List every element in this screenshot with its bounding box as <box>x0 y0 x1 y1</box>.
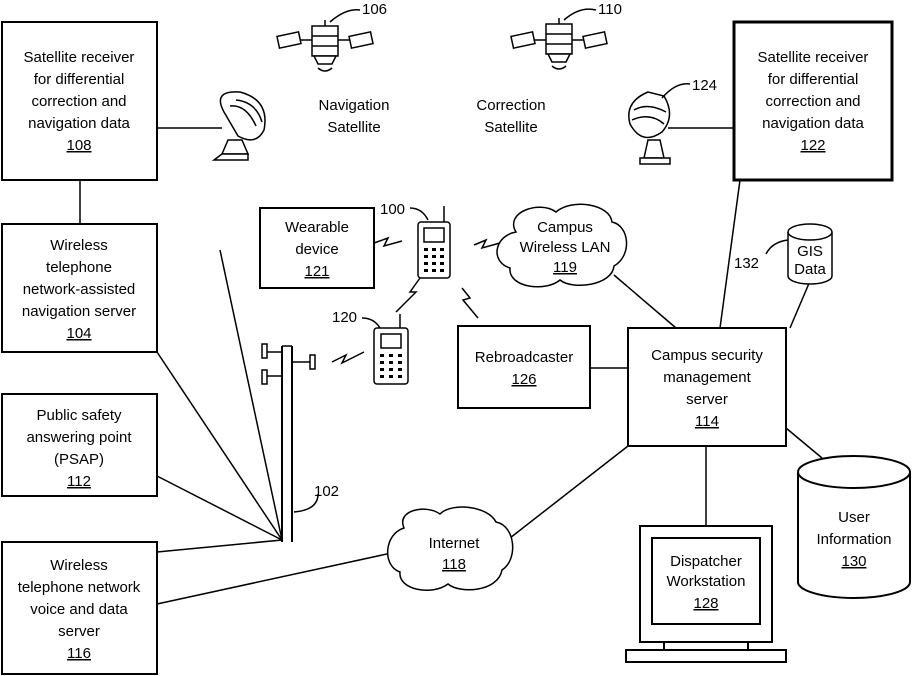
ref-number: 100 <box>380 201 405 218</box>
ref-number: 112 <box>67 473 91 490</box>
box-line: (PSAP) <box>54 451 104 468</box>
satellite-label: Correction <box>476 97 545 114</box>
box-line: network-assisted <box>23 281 136 298</box>
db-line: GIS <box>797 243 823 260</box>
mobile-phone-main-icon <box>410 206 450 278</box>
satellite-label: Satellite <box>484 119 537 136</box>
box-line: answering point <box>26 429 132 446</box>
gis-database: GIS Data <box>788 224 832 284</box>
correction-satellite-icon <box>511 9 607 69</box>
box-line: Workstation <box>667 573 746 590</box>
ref-number: 121 <box>304 263 329 280</box>
db-line: Information <box>816 531 891 548</box>
ref-number: 114 <box>695 413 719 430</box>
voice-data-server: Wireless telephone network voice and dat… <box>2 542 157 674</box>
psap-box: Public safety answering point (PSAP) 112 <box>2 394 157 496</box>
box-line: server <box>686 391 728 408</box>
ref-number: 126 <box>511 371 536 388</box>
box-line: device <box>295 241 338 258</box>
box-line: for differential <box>34 71 125 88</box>
satellite-label: Navigation <box>319 97 390 114</box>
box-line: navigation data <box>28 115 130 132</box>
ref-number: 110 <box>598 1 622 18</box>
box-line: Dispatcher <box>670 553 742 570</box>
ref-number: 128 <box>693 595 718 612</box>
ref-number: 119 <box>553 259 577 276</box>
box-line: management <box>663 369 751 386</box>
ref-number: 118 <box>442 556 466 573</box>
box-line: Campus security <box>651 347 763 364</box>
db-line: User <box>838 509 870 526</box>
ref-number: 130 <box>841 553 866 570</box>
db-line: Data <box>794 261 826 278</box>
satellite-dish-right-icon <box>629 84 690 164</box>
satellite-receiver-left: Satellite receiver for differential corr… <box>2 22 157 180</box>
box-line: navigation server <box>22 303 136 320</box>
navigation-satellite-icon <box>277 10 373 71</box>
campus-wlan-cloud: Campus Wireless LAN 119 <box>497 204 627 286</box>
dispatcher-workstation: Dispatcher Workstation 128 <box>626 526 786 662</box>
box-line: correction and <box>31 93 126 110</box>
box-line: Rebroadcaster <box>475 349 573 366</box>
ref-number: 132 <box>734 255 759 272</box>
cloud-line: Wireless LAN <box>520 239 611 256</box>
box-line: telephone network <box>18 579 141 596</box>
box-line: telephone <box>46 259 112 276</box>
ref-number: 102 <box>314 483 339 500</box>
box-line: server <box>58 623 100 640</box>
box-line: Public safety <box>36 407 122 424</box>
cell-tower-icon <box>262 344 318 542</box>
ref-number: 120 <box>332 309 357 326</box>
satellite-receiver-right: Satellite receiver for differential corr… <box>734 22 892 180</box>
box-line: Satellite receiver <box>758 49 869 66</box>
user-info-database: User Information 130 <box>798 456 910 598</box>
ref-number: 106 <box>362 1 387 18</box>
campus-security-server: Campus security management server 114 <box>628 328 786 446</box>
box-line: Satellite receiver <box>24 49 135 66</box>
box-line: voice and data <box>30 601 128 618</box>
box-line: correction and <box>765 93 860 110</box>
box-line: for differential <box>768 71 859 88</box>
ref-number: 124 <box>692 77 717 94</box>
box-line: navigation data <box>762 115 864 132</box>
cloud-line: Internet <box>429 535 481 552</box>
navigation-server: Wireless telephone network-assisted navi… <box>2 224 157 352</box>
box-line: Wearable <box>285 219 349 236</box>
ref-number: 108 <box>66 137 91 154</box>
satellite-dish-left-icon <box>214 92 265 160</box>
ref-number: 122 <box>800 137 825 154</box>
rebroadcaster-box: Rebroadcaster 126 <box>458 326 590 408</box>
ref-number: 104 <box>66 325 91 342</box>
internet-cloud: Internet 118 <box>388 507 513 590</box>
satellite-label: Satellite <box>327 119 380 136</box>
box-line: Wireless <box>50 237 108 254</box>
box-line: Wireless <box>50 557 108 574</box>
gis-ref-pointer <box>766 240 788 254</box>
cloud-line: Campus <box>537 219 593 236</box>
wearable-device: Wearable device 121 <box>260 208 374 288</box>
mobile-phone-second-icon <box>362 314 408 384</box>
ref-number: 116 <box>67 645 91 662</box>
